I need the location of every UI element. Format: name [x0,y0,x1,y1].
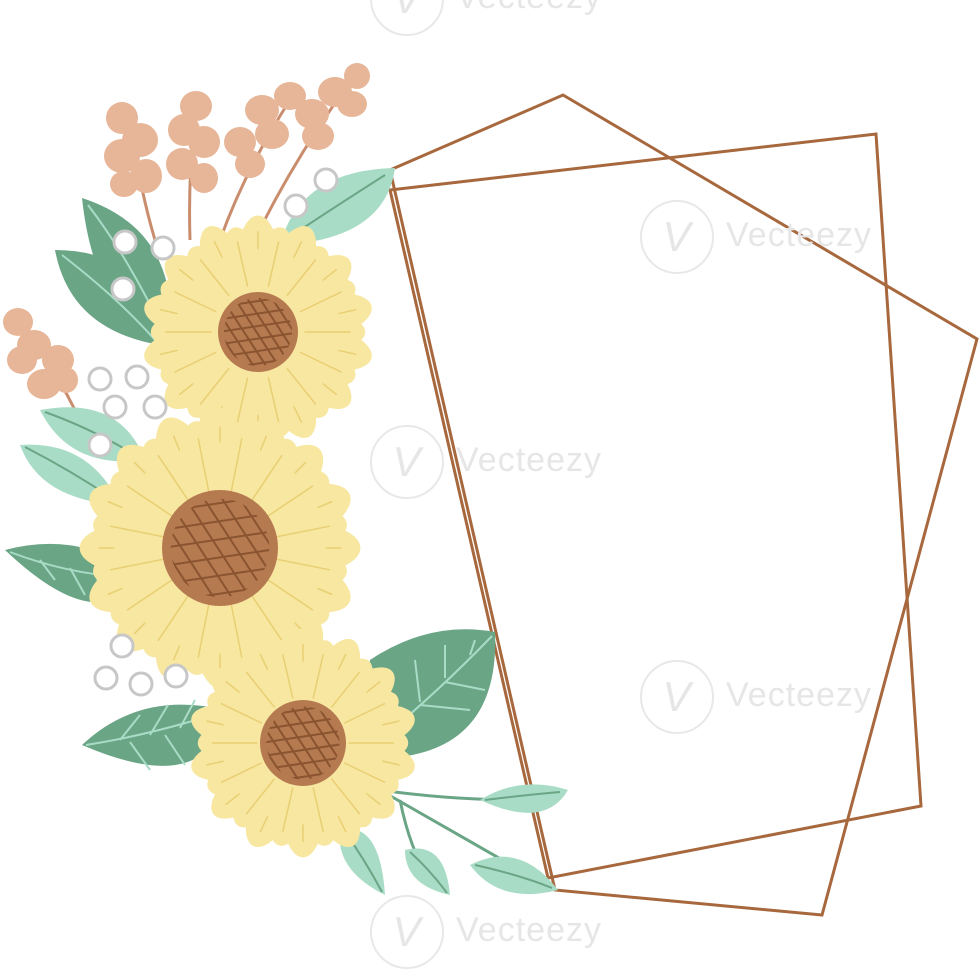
leaf-icon [405,848,450,895]
watermark: V Vecteezy [640,660,872,734]
sunflower-icon [79,407,361,689]
berry-icon [93,665,119,691]
wheat-sprig-icon [260,63,370,226]
sunflowers [79,215,415,858]
frame-quad [388,132,923,880]
watermark-logo-icon: V [370,895,444,969]
flower-center [162,490,278,606]
wheat-sprig-icon [3,308,78,411]
berry-icon [142,394,168,420]
wheat-sprig-icon [218,82,306,241]
berry-icon [87,432,113,458]
leaf-icon [480,784,568,813]
sunflower-icon [144,215,372,449]
watermark-text: Vecteezy [726,215,872,254]
flower-center [260,700,346,786]
watermark: V Vecteezy [640,200,872,274]
wheat-sprig-icon [104,102,162,241]
watermark-logo-icon: V [640,200,714,274]
berry-icon [112,229,138,255]
watermark-text: Vecteezy [726,675,872,714]
watermark-text: Vecteezy [456,910,602,949]
leaf-icon [470,856,558,895]
watermark-text: Vecteezy [456,440,602,479]
berry-icon [124,364,150,390]
berry-icon [283,193,309,219]
sunflower-icon [191,628,415,858]
berry-icon [109,633,135,659]
watermark: V Vecteezy [370,895,602,969]
watermark: V Vecteezy [370,425,602,499]
watermark-logo-icon: V [370,425,444,499]
berry-icon [128,671,154,697]
geometric-frame-icon [388,93,979,917]
berries [87,167,339,697]
watermark-logo-icon: V [370,0,444,36]
berry-icon [102,394,128,420]
berry-icon [163,663,189,689]
frame-pentagon [388,93,979,917]
berry-icon [150,235,176,261]
watermark-logo-icon: V [640,660,714,734]
wheat-sprigs [3,63,370,411]
berry-icon [313,167,339,193]
berry-icon [110,276,136,302]
berry-icon [87,366,113,392]
flower-center [218,292,298,372]
wheat-sprig-icon [166,91,220,241]
watermark-text: Vecteezy [456,0,602,16]
watermark: V Vecteezy [370,0,602,36]
